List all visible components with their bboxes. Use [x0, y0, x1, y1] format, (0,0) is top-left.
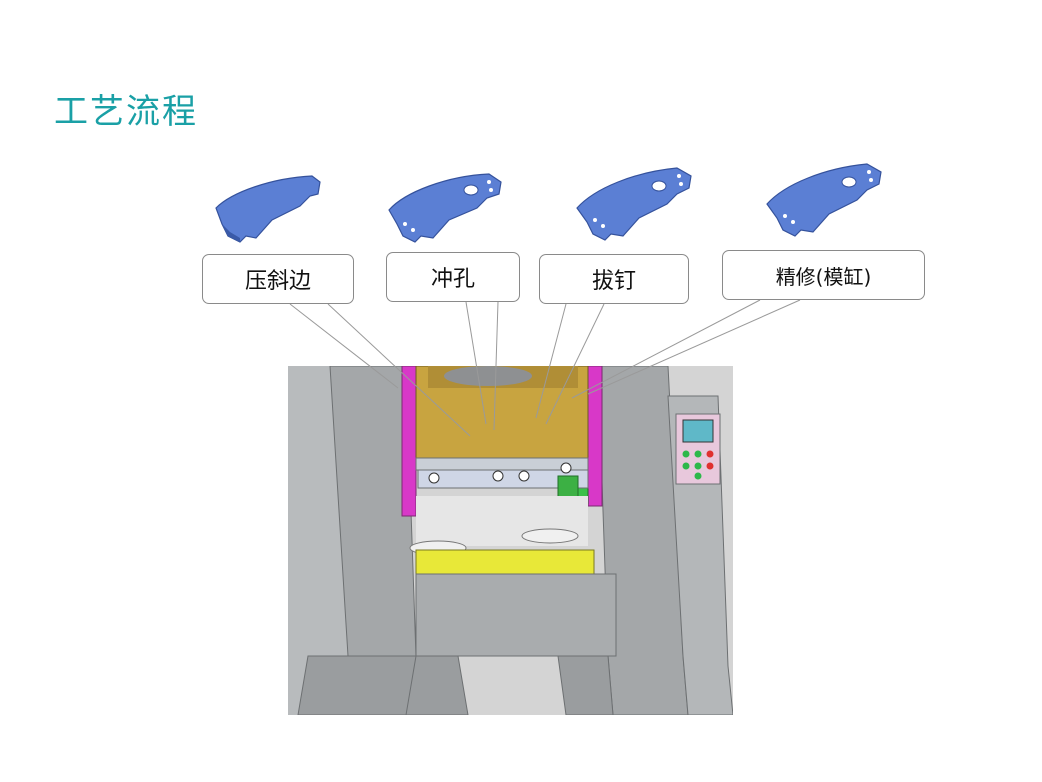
page-title: 工艺流程 — [54, 92, 198, 132]
step-callout-press-bevel: 压斜边 — [202, 254, 354, 304]
brake-pad-part-icon — [766, 163, 882, 237]
step-callout-fine-trim: 精修(模缸) — [722, 250, 925, 300]
press-machine-illustration — [288, 366, 733, 715]
brake-pad-part-icon — [215, 175, 321, 243]
step-callout-pull-pin: 拔钉 — [539, 254, 689, 304]
brake-pad-part-icon — [388, 173, 502, 243]
step-callout-punch-hole: 冲孔 — [386, 252, 520, 302]
brake-pad-part-icon — [576, 167, 692, 241]
